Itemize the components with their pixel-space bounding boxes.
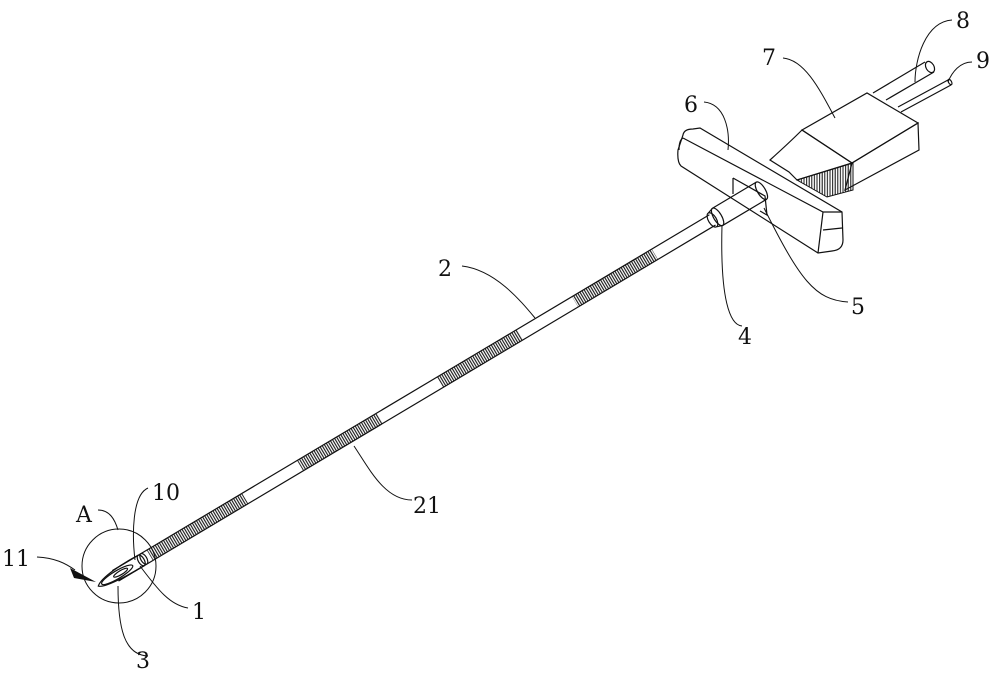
thread-bands (146, 249, 658, 561)
thread-band (571, 249, 658, 307)
cable-8 (872, 60, 936, 101)
needle-shaft (97, 181, 769, 587)
grip-housing (769, 92, 920, 198)
label-a: A (75, 503, 93, 528)
label-1: 1 (192, 600, 206, 625)
needle-tip (97, 552, 149, 587)
t-handle (677, 127, 844, 254)
label-11: 11 (2, 547, 30, 572)
label-7: 7 (762, 46, 776, 71)
label-8: 8 (956, 9, 970, 34)
leader-lines (36, 19, 973, 657)
thread-band (437, 329, 524, 388)
label-5: 5 (851, 295, 865, 320)
label-3: 3 (136, 649, 150, 674)
label-10: 10 (152, 481, 180, 506)
cable-9 (897, 78, 953, 113)
label-4: 4 (738, 325, 752, 350)
detail-circle-a (81, 528, 157, 604)
label-6: 6 (684, 93, 698, 118)
thread-band (146, 493, 249, 561)
label-2: 2 (438, 257, 452, 282)
collar (706, 181, 769, 228)
arrow-11 (70, 568, 96, 582)
thread-band (297, 412, 384, 471)
label-21: 21 (413, 494, 441, 519)
label-9: 9 (976, 49, 990, 74)
window-5 (732, 177, 768, 217)
